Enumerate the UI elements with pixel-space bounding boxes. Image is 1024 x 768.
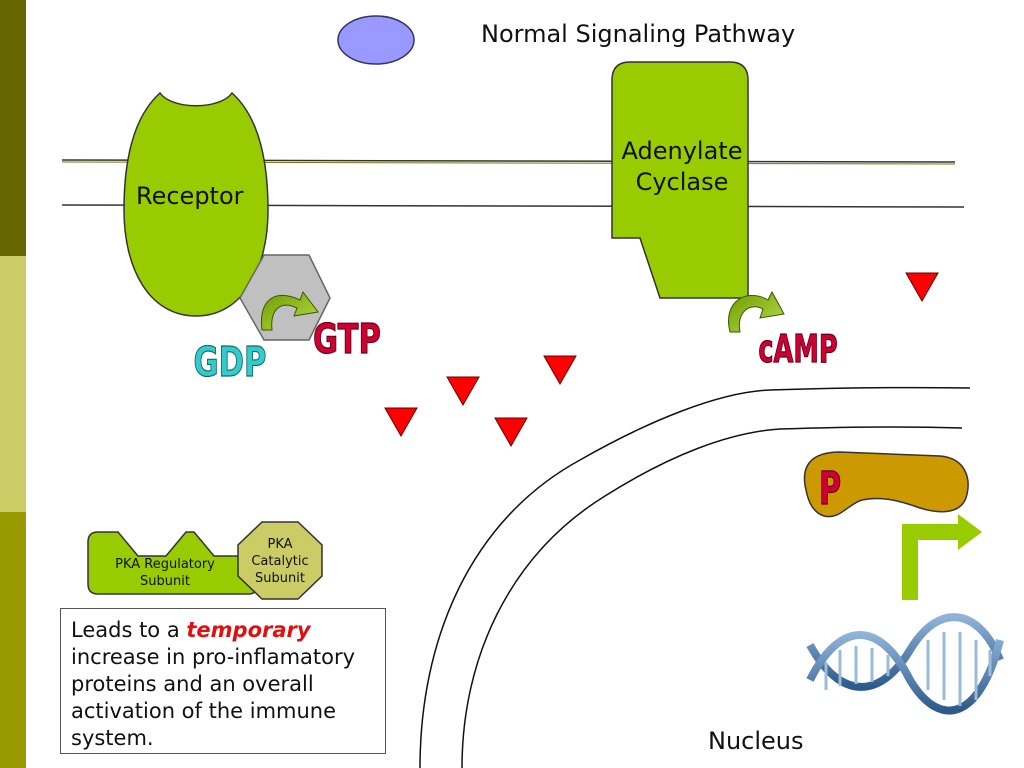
slide-sidebar (0, 0, 26, 768)
curved-arrow-icon (728, 290, 785, 333)
phosphate-label: P (819, 463, 841, 516)
pka-regulatory-label-line2: Subunit (140, 574, 190, 589)
sidebar-segment-dark (0, 0, 26, 256)
summary-textbox: Leads to a temporary increase in pro-infl… (60, 608, 386, 754)
bent-arrow-icon (902, 514, 982, 600)
adenylate-cyclase-label-line2: Cyclase (635, 168, 729, 196)
pka-catalytic-label: PKA Catalytic Subunit (239, 536, 321, 587)
gdp-label: GDP (194, 337, 267, 386)
sidebar-segment-mid (0, 512, 26, 768)
nucleus-label: Nucleus (708, 727, 804, 755)
summary-prefix: Leads to a (71, 618, 187, 642)
curved-arrow-icon (260, 290, 319, 331)
nuclear-envelope (419, 386, 971, 768)
pka-catalytic-label-line2: Catalytic (251, 554, 309, 569)
sidebar-segment-light (0, 256, 26, 512)
camp-label: cAMP (758, 327, 837, 372)
adenylate-cyclase-label: Adenylate Cyclase (612, 136, 752, 198)
pka-catalytic-label-line3: Subunit (255, 571, 305, 586)
dna-helix-icon (806, 613, 1004, 715)
pka-regulatory-subunit (87, 531, 259, 595)
gtp-label: GTP (313, 314, 381, 363)
ligand-molecule (337, 15, 415, 65)
adenylate-cyclase-label-line1: Adenylate (621, 137, 743, 165)
pka-catalytic-label-line1: PKA (267, 537, 293, 552)
pka-catalytic-subunit (237, 521, 323, 600)
slide-title: Normal Signaling Pathway (481, 20, 796, 48)
active-kinase (803, 451, 969, 518)
camp-markers (384, 272, 939, 448)
summary-emphasis: temporary (186, 618, 311, 642)
adenylate-cyclase (611, 61, 749, 299)
pka-regulatory-label-line1: PKA Regulatory (115, 557, 215, 572)
pka-regulatory-label: PKA Regulatory Subunit (102, 556, 228, 590)
receptor-label: Receptor (136, 182, 244, 210)
summary-body: increase in pro-inflamatory proteins and… (71, 645, 356, 750)
